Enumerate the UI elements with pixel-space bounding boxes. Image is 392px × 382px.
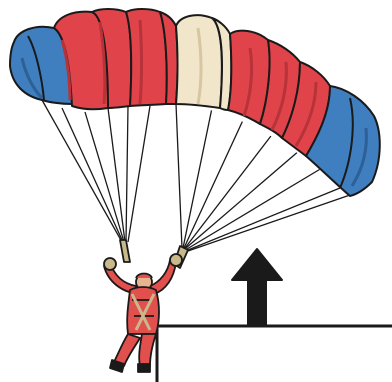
landing-platform-icon bbox=[157, 326, 392, 382]
parachute-icon bbox=[10, 9, 380, 196]
parachutist-icon bbox=[104, 240, 188, 372]
up-arrow-icon bbox=[232, 249, 282, 326]
